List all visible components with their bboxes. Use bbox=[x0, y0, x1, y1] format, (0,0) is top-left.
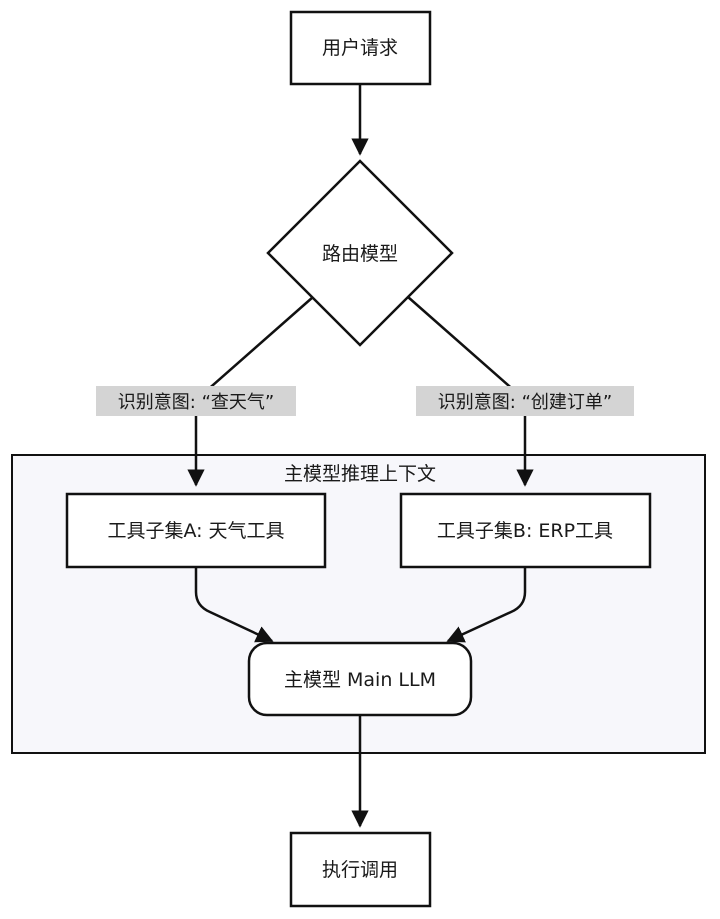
node-toolset-a-box bbox=[65, 492, 327, 569]
node-toolset-b-label: 工具子集B: ERP工具 bbox=[437, 520, 613, 542]
node-user-request-box bbox=[289, 10, 432, 86]
node-toolset-b-box bbox=[399, 492, 652, 569]
edge-label-order-bg bbox=[416, 386, 634, 416]
node-router-model-diamond bbox=[266, 159, 454, 347]
node-toolset-a: 工具子集A: 天气工具 bbox=[65, 492, 327, 569]
edge-label-weather: 识别意图: “查天气” bbox=[96, 386, 296, 416]
edge-label-weather-text: 识别意图: “查天气” bbox=[118, 392, 274, 413]
node-execute-call: 执行调用 bbox=[289, 831, 432, 908]
edge-toolset-a-to-main bbox=[194, 568, 274, 643]
node-toolset-b: 工具子集B: ERP工具 bbox=[399, 492, 652, 569]
node-main-model-box bbox=[247, 641, 473, 717]
node-router-model-label: 路由模型 bbox=[322, 243, 398, 265]
node-toolset-a-label: 工具子集A: 天气工具 bbox=[107, 520, 284, 542]
edge-label-order: 识别意图: “创建订单” bbox=[416, 386, 634, 416]
edge-toolset-b-to-main bbox=[446, 568, 527, 643]
edge-label-order-text: 识别意图: “创建订单” bbox=[438, 392, 612, 413]
edge-label-weather-bg bbox=[96, 386, 296, 416]
node-main-model: 主模型 Main LLM bbox=[247, 641, 473, 717]
node-user-request: 用户请求 bbox=[289, 10, 432, 86]
node-user-request-label: 用户请求 bbox=[322, 37, 398, 59]
node-main-model-label: 主模型 Main LLM bbox=[284, 669, 436, 691]
node-execute-call-box bbox=[289, 831, 432, 908]
node-execute-call-label: 执行调用 bbox=[322, 859, 398, 881]
node-router-model: 路由模型 bbox=[266, 159, 454, 347]
cluster-title: 主模型推理上下文 bbox=[284, 463, 436, 485]
